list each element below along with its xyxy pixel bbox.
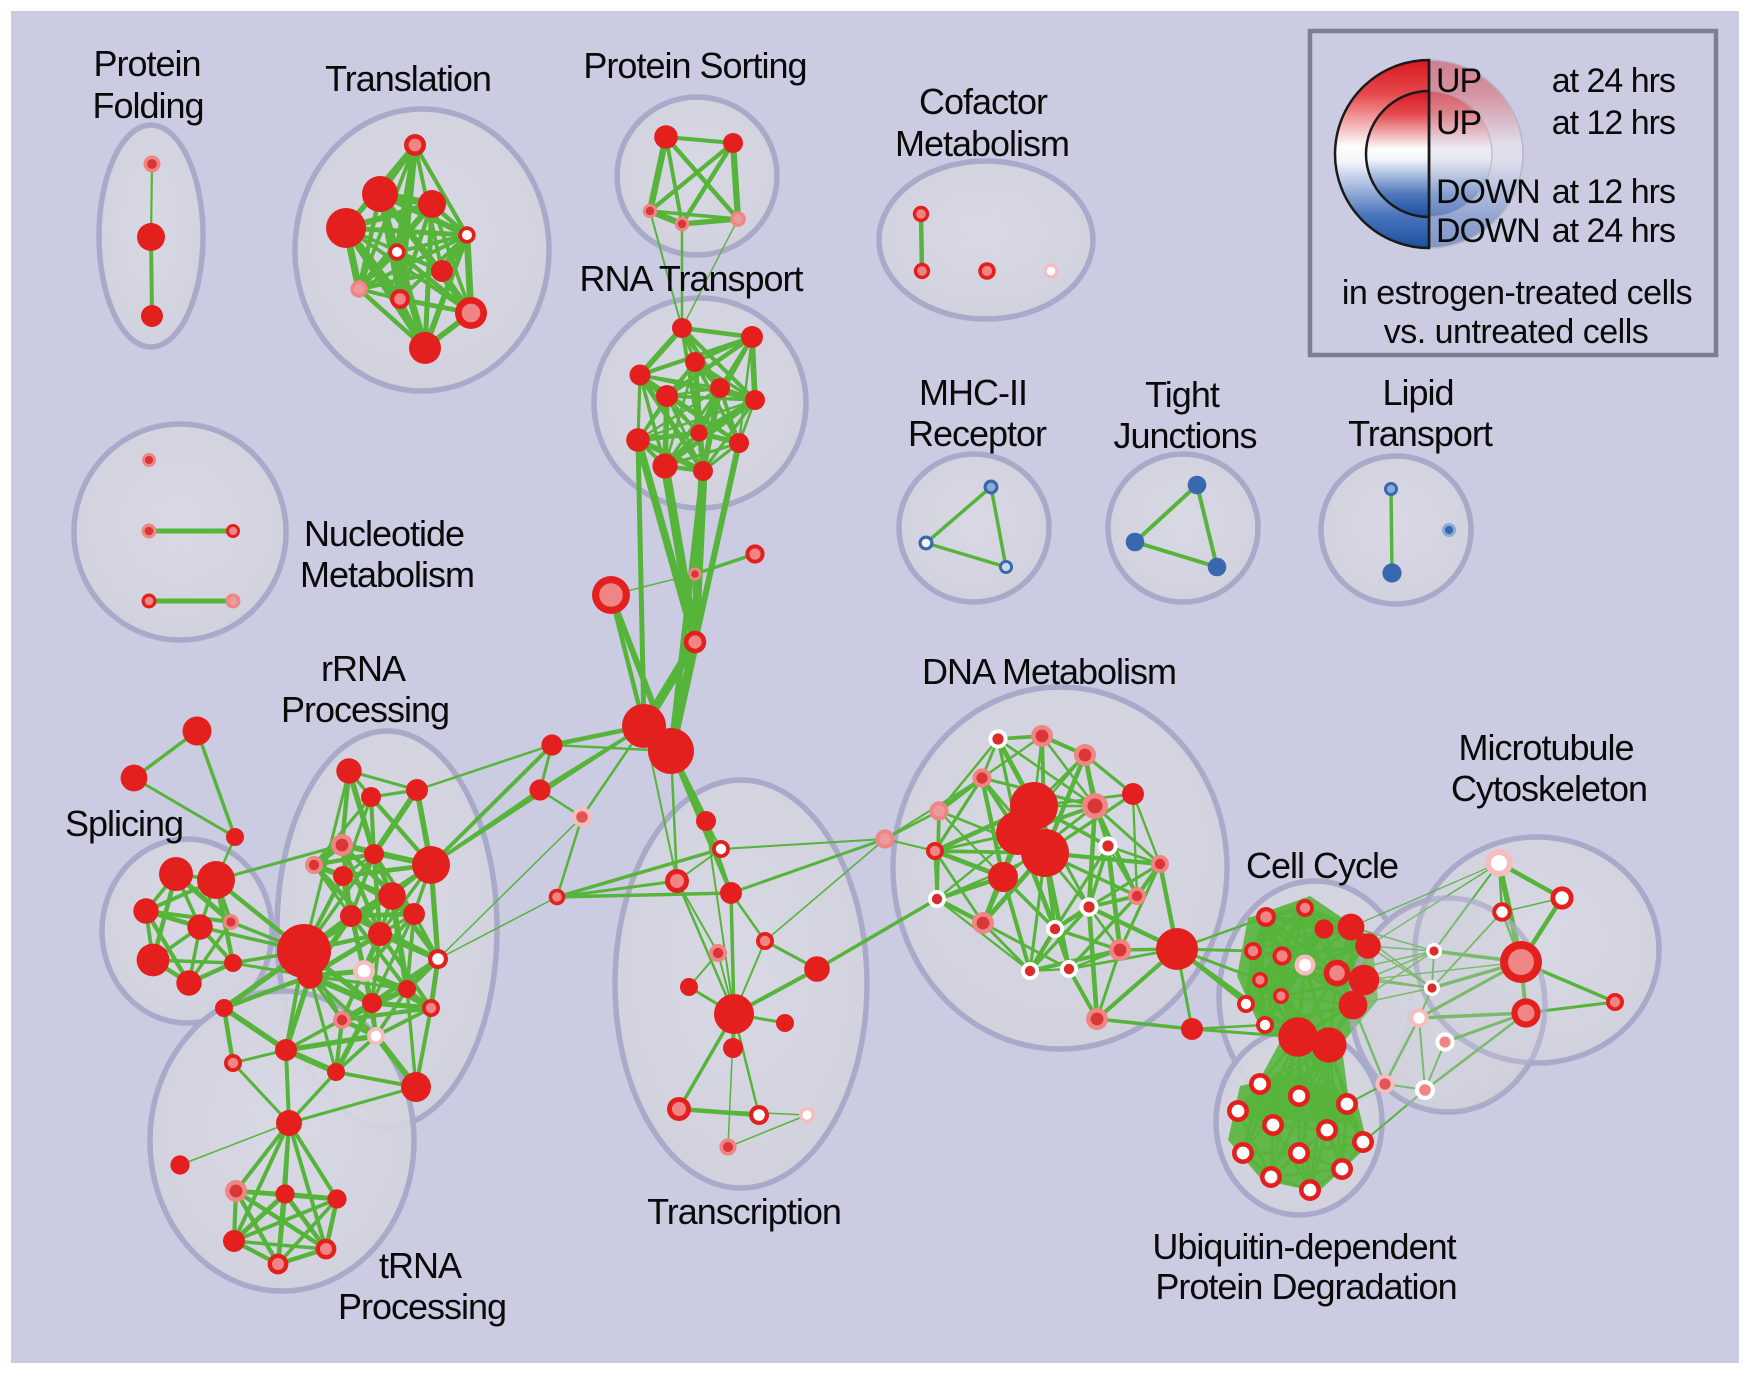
svg-text:at 12 hrs: at 12 hrs — [1552, 173, 1675, 211]
svg-text:Cell Cycle: Cell Cycle — [1246, 845, 1398, 886]
svg-text:at 12 hrs: at 12 hrs — [1552, 104, 1675, 142]
svg-text:Translation: Translation — [325, 58, 491, 99]
svg-text:in estrogen-treated cells: in estrogen-treated cells — [1342, 274, 1692, 312]
svg-text:Metabolism: Metabolism — [895, 123, 1069, 164]
svg-text:Transport: Transport — [1348, 413, 1493, 454]
svg-text:tRNA: tRNA — [379, 1245, 462, 1286]
svg-text:DNA Metabolism: DNA Metabolism — [922, 651, 1176, 692]
svg-text:Protein: Protein — [93, 43, 200, 84]
svg-text:RNA Transport: RNA Transport — [579, 258, 803, 299]
svg-text:Junctions: Junctions — [1113, 415, 1256, 456]
svg-text:Folding: Folding — [92, 85, 203, 126]
svg-text:Processing: Processing — [338, 1286, 506, 1327]
svg-text:DOWN: DOWN — [1436, 173, 1540, 211]
svg-text:Protein Sorting: Protein Sorting — [583, 45, 806, 86]
svg-text:vs. untreated cells: vs. untreated cells — [1384, 313, 1649, 351]
svg-text:Splicing: Splicing — [65, 803, 183, 844]
svg-text:Ubiquitin-dependent: Ubiquitin-dependent — [1152, 1226, 1456, 1267]
svg-text:Cytoskeleton: Cytoskeleton — [1451, 768, 1647, 809]
svg-text:at 24 hrs: at 24 hrs — [1552, 212, 1675, 250]
svg-text:Metabolism: Metabolism — [300, 554, 474, 595]
svg-text:Protein Degradation: Protein Degradation — [1155, 1266, 1456, 1307]
svg-text:Tight: Tight — [1145, 374, 1220, 415]
svg-text:UP: UP — [1436, 104, 1481, 142]
svg-text:rRNA: rRNA — [321, 648, 406, 689]
svg-text:Cofactor: Cofactor — [919, 81, 1048, 122]
svg-text:Transcription: Transcription — [647, 1191, 841, 1232]
svg-text:MHC-II: MHC-II — [919, 372, 1027, 413]
svg-text:DOWN: DOWN — [1436, 212, 1540, 250]
svg-text:Receptor: Receptor — [908, 413, 1047, 454]
svg-text:Lipid: Lipid — [1382, 372, 1453, 413]
svg-text:Microtubule: Microtubule — [1458, 727, 1633, 768]
svg-text:at 24 hrs: at 24 hrs — [1552, 62, 1675, 100]
svg-text:Nucleotide: Nucleotide — [304, 513, 464, 554]
svg-text:UP: UP — [1436, 62, 1481, 100]
svg-text:Processing: Processing — [281, 689, 449, 730]
